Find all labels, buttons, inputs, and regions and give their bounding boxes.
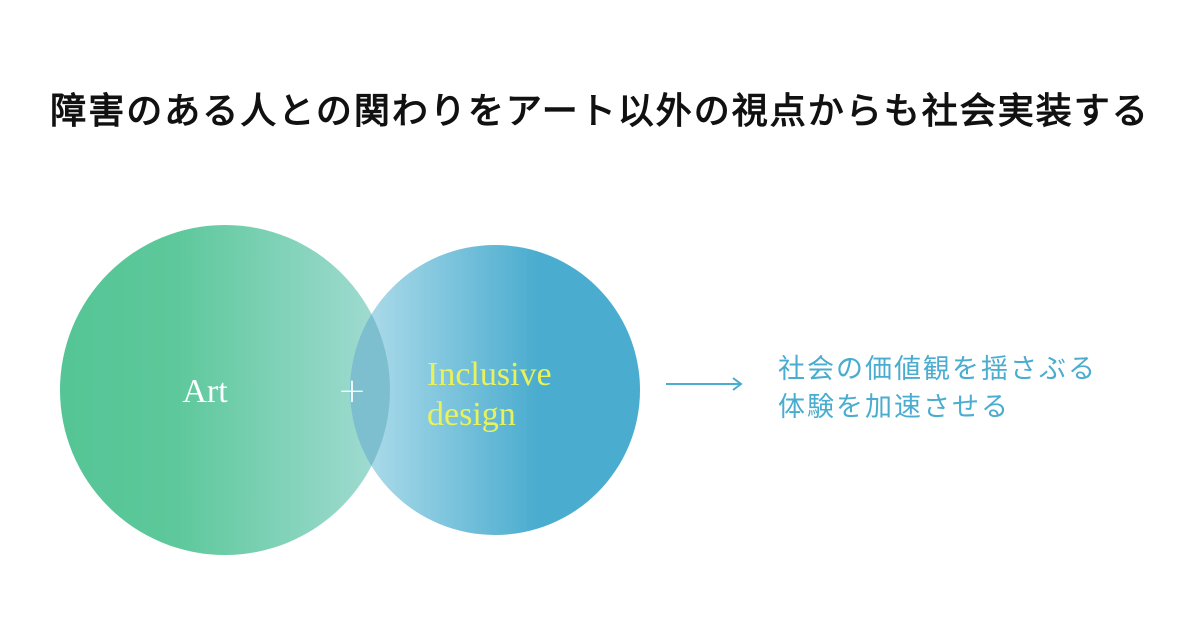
venn-circle-art xyxy=(60,225,390,555)
venn-circle-inclusive-design xyxy=(350,245,640,535)
result-text-line-1: 社会の価値観を揺さぶる xyxy=(778,354,1097,385)
plus-icon: + xyxy=(338,371,367,411)
venn-label-art: Art xyxy=(182,373,228,410)
venn-label-inclusive: Inclusive xyxy=(427,356,552,393)
arrow-right-icon xyxy=(666,377,743,391)
page-title: 障害のある人との関わりをアート以外の視点からも社会実装する xyxy=(50,90,1150,132)
venn-label-design: design xyxy=(427,396,516,433)
result-text-line-2: 体験を加速させる xyxy=(778,392,1010,423)
